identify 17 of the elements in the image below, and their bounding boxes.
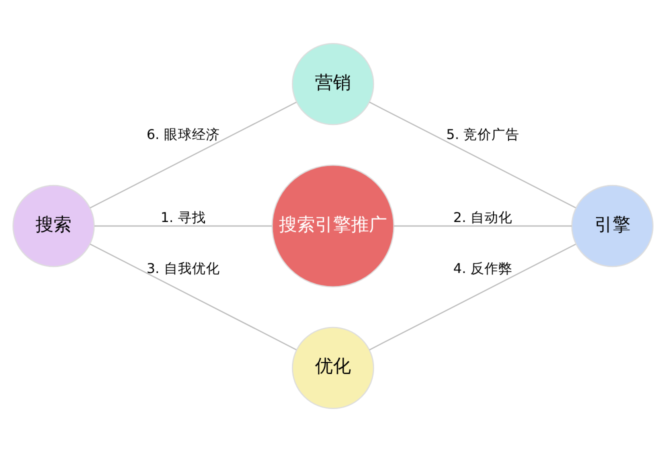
node-circle: 引擎 <box>571 184 654 267</box>
edge-label: 3. 自我优化 <box>146 260 220 276</box>
connector <box>94 224 272 226</box>
connector <box>90 243 297 350</box>
edge-label: 4. 反作弊 <box>453 260 512 276</box>
connector <box>369 101 576 208</box>
connector <box>90 101 297 208</box>
node-circle: 搜索引擎推广 <box>272 164 394 287</box>
edge-label: 1. 寻找 <box>160 210 206 226</box>
edge-label: 6. 眼球经济 <box>146 126 220 142</box>
node-circle: 优化 <box>292 326 374 409</box>
connector <box>394 224 572 226</box>
connector <box>369 243 576 350</box>
node-circle: 搜索 <box>12 184 95 267</box>
node-circle: 营销 <box>292 42 374 125</box>
edge-label: 5. 竞价广告 <box>446 126 520 142</box>
edge-label: 2. 自动化 <box>453 210 512 226</box>
